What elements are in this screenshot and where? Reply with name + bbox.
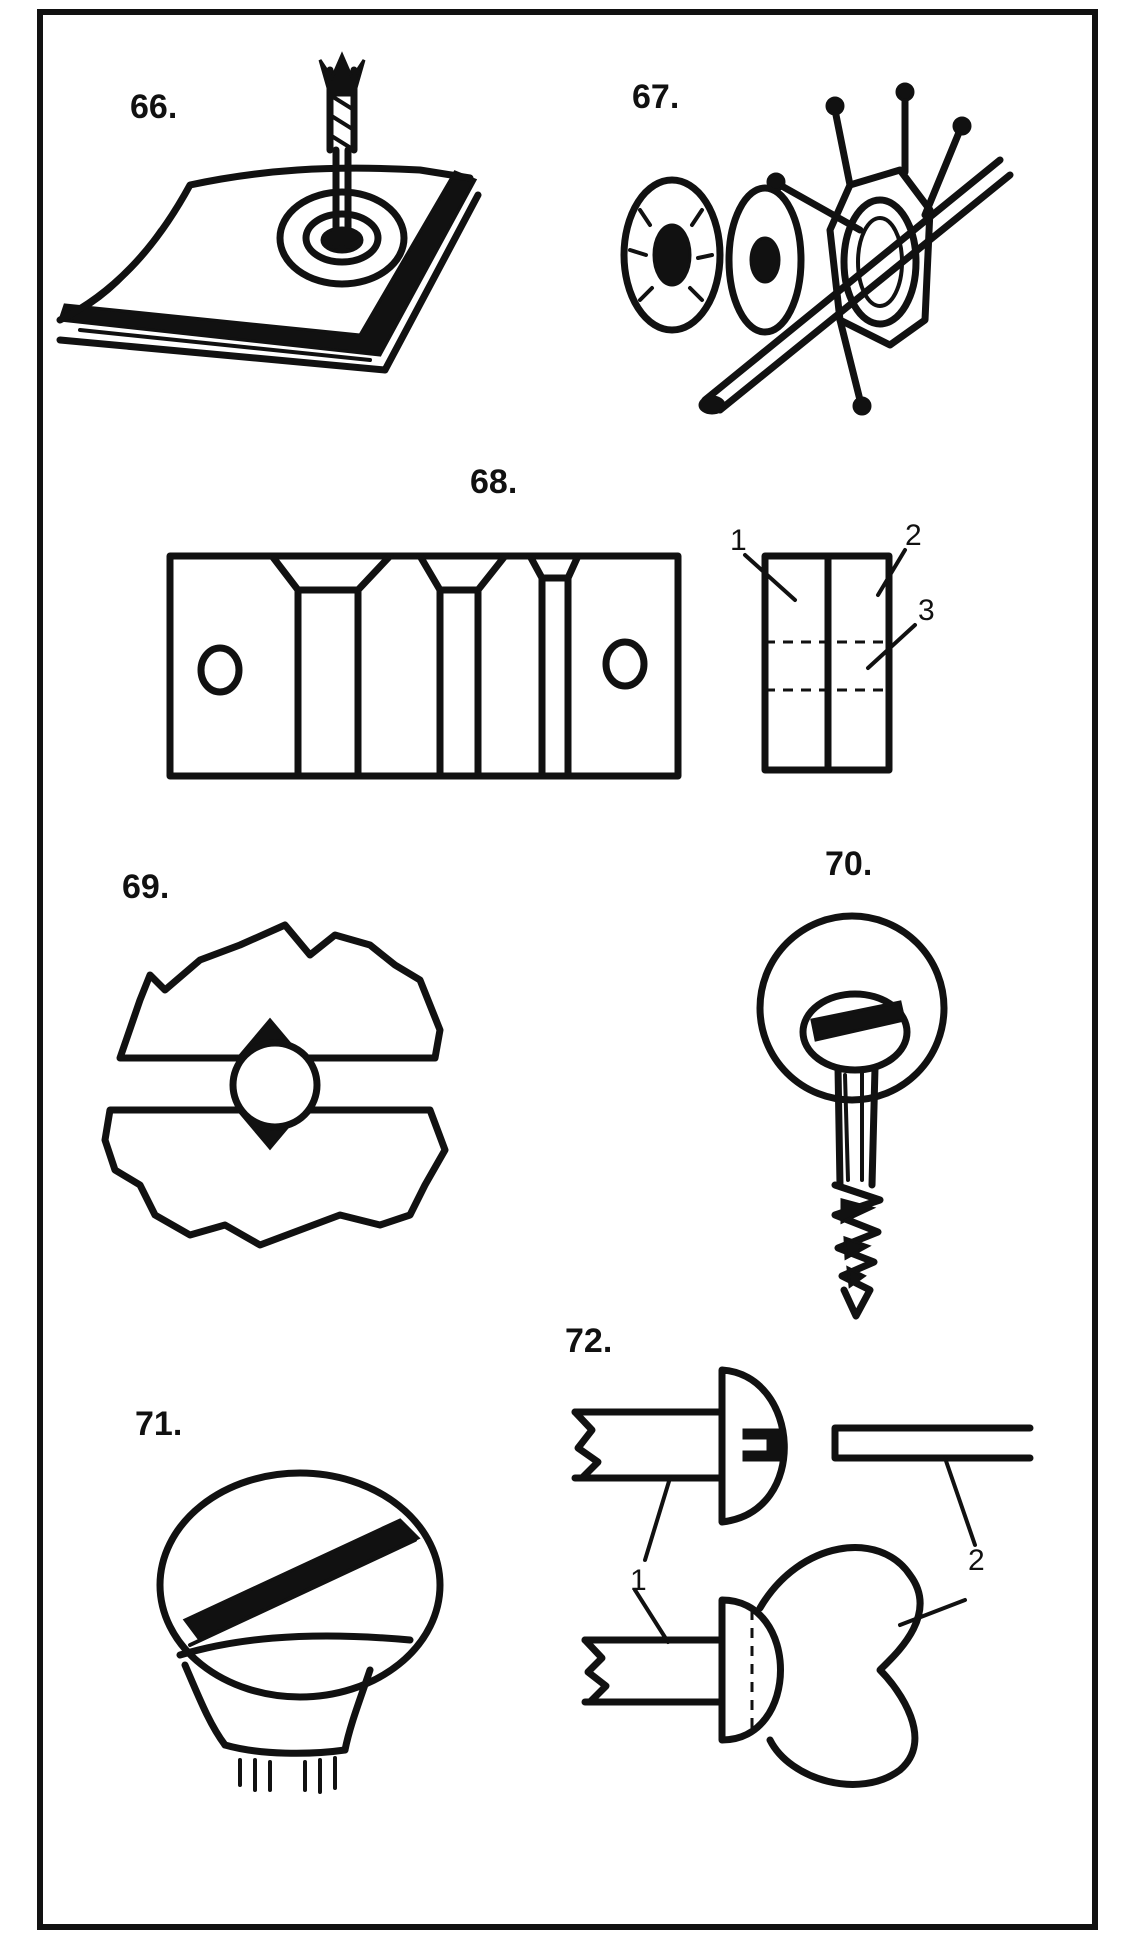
figure-70-number: 70. — [825, 845, 872, 883]
figure-68: 68. 1 — [166, 463, 935, 780]
figure-71-number: 71. — [135, 1405, 182, 1443]
figure-69-drawing — [101, 921, 449, 1249]
figure-72-top-drawing — [571, 1366, 1034, 1562]
figure-67: 67. — [620, 78, 1014, 416]
figure-69-number: 69. — [122, 868, 169, 906]
figure-72: 72. 1 1 2 — [565, 1322, 1034, 1788]
figure-66-number: 66. — [130, 88, 177, 126]
figure-70-drawing — [756, 912, 948, 1320]
figure-67-number: 67. — [632, 78, 679, 116]
figure-69: 69. — [101, 868, 449, 1249]
figure-72-bottom-drawing — [581, 1544, 967, 1788]
figure-68-block-side: 1 2 3 — [730, 519, 935, 774]
figure-72-number: 72. — [565, 1322, 612, 1360]
page-frame — [37, 9, 1098, 1930]
figure-68-callout-1: 1 — [730, 524, 747, 557]
figure-67-drawing — [620, 82, 1014, 416]
figure-68-block-front — [166, 552, 682, 780]
figure-71-drawing — [156, 1469, 444, 1794]
figure-70: 70. — [756, 845, 948, 1320]
figure-68-callout-2: 2 — [905, 519, 922, 552]
figure-68-number: 68. — [470, 463, 517, 501]
figure-71: 71. — [135, 1405, 444, 1794]
figure-68-callout-3: 3 — [918, 594, 935, 627]
figure-66-drawing — [56, 51, 482, 374]
figure-72-callout-1-top: 1 — [630, 1564, 647, 1597]
figure-72-callout-2: 2 — [968, 1544, 985, 1577]
figure-66: 66. — [56, 51, 482, 374]
